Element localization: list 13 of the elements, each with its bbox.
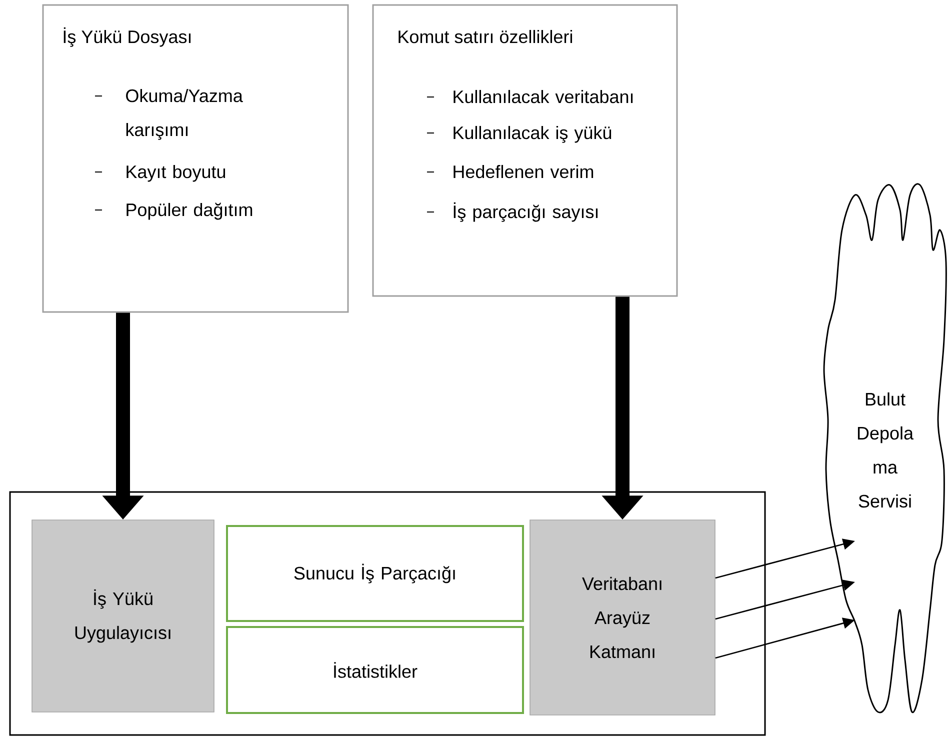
list-item: Okuma/Yazma karışımı [94, 88, 243, 140]
box-heading: İş Yükü Dosyası [64, 27, 191, 47]
box-heading: Komut satırı özellikleri [398, 30, 572, 44]
list-item: Kullanılacak iş yükü [426, 126, 612, 143]
list-item: Popüler dağıtım [94, 202, 252, 220]
list-item: İş parçacığı sayısı [426, 202, 598, 222]
component-box: İstatistikler [226, 626, 524, 714]
component-box: Sunucu İş Parçacığı [226, 525, 524, 622]
component-box: İş Yükü Uygulayıcısı [32, 520, 214, 712]
list-item: Kayıt boyutu [94, 164, 226, 182]
list-item: Hedeflenen verim [426, 164, 594, 178]
list-item: Kullanılacak veritabanı [426, 90, 633, 104]
component-box: Veritabanı Arayüz Katmanı [530, 520, 716, 716]
